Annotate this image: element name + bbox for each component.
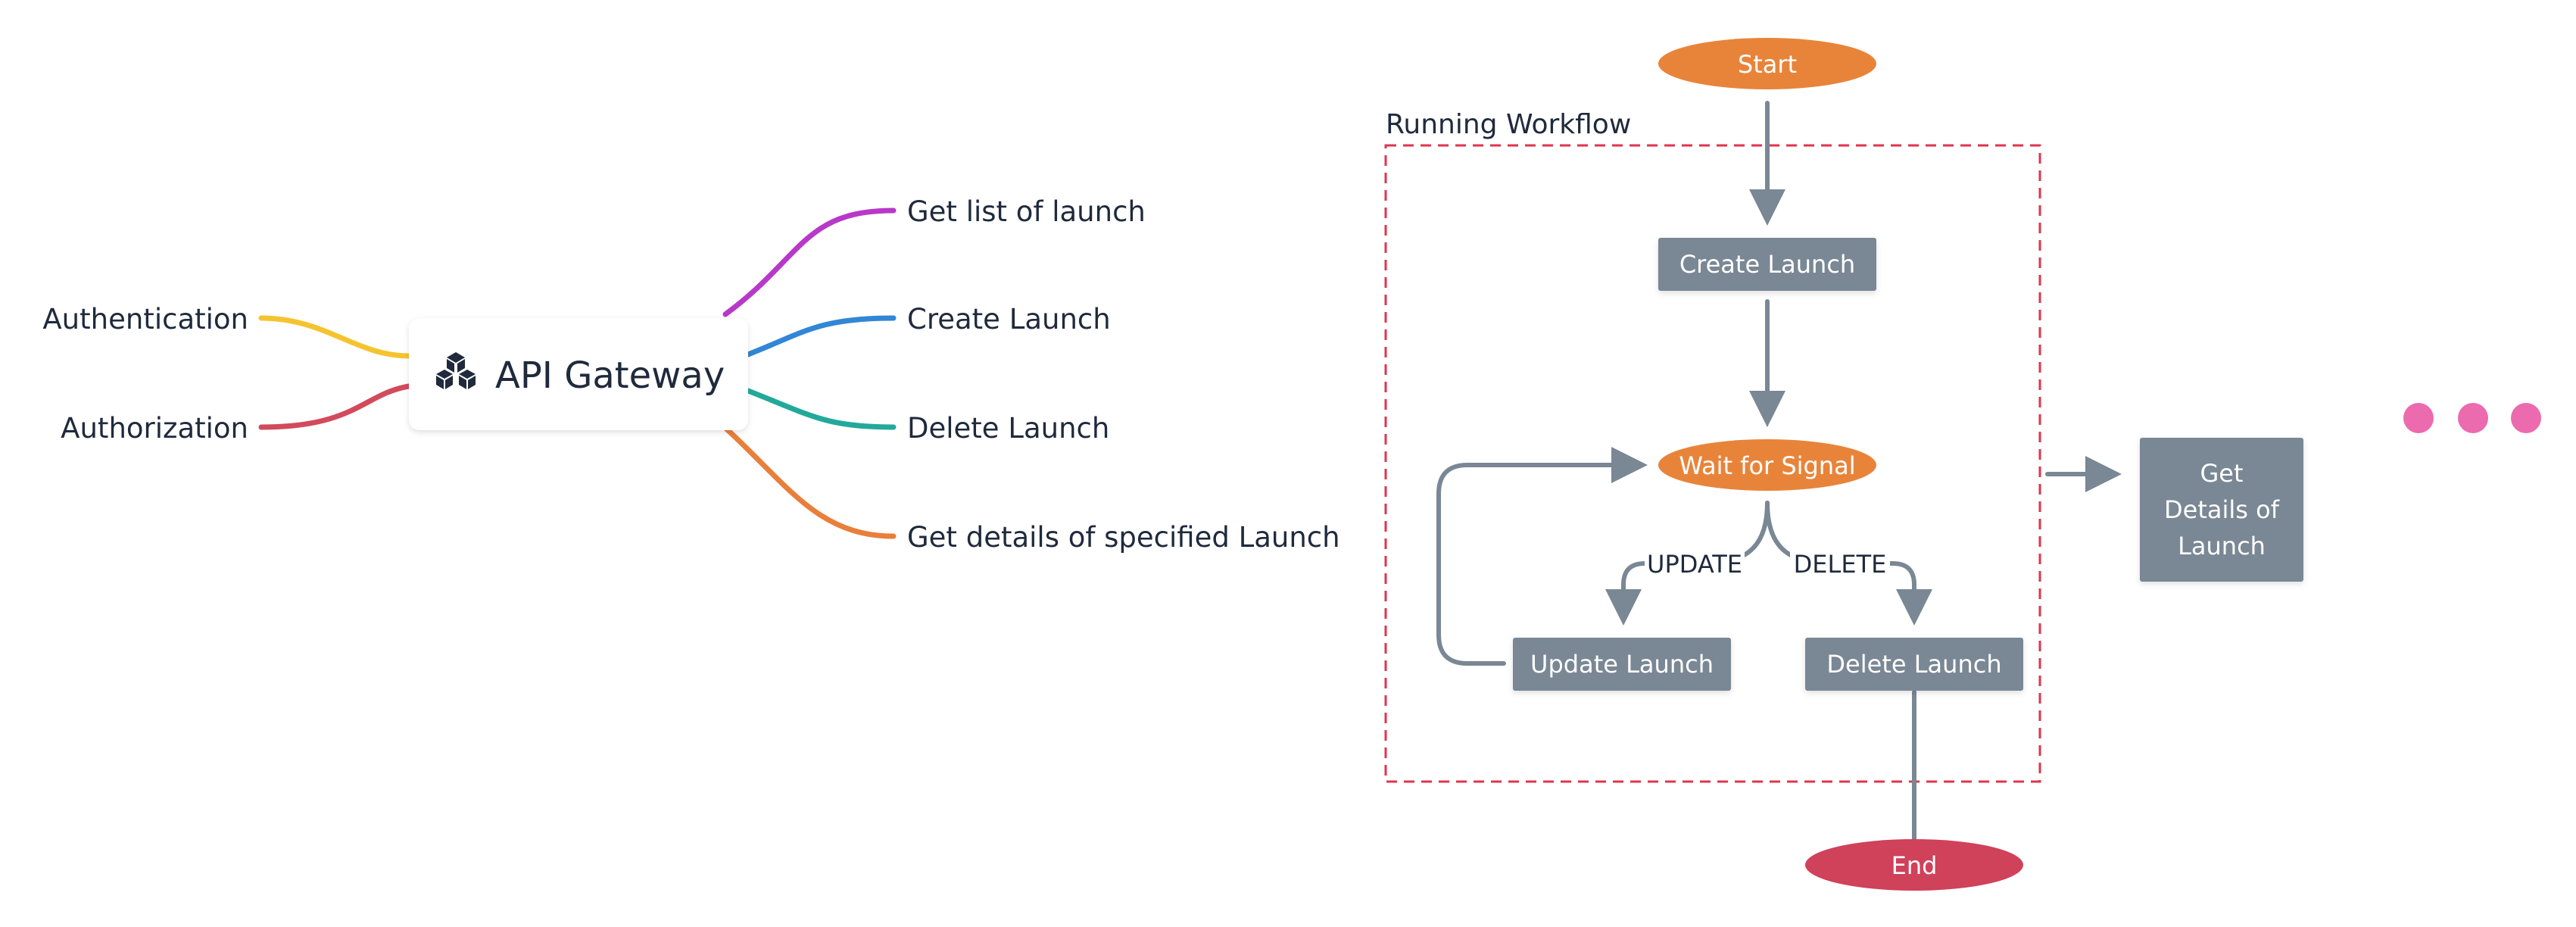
- branch-label-authorization[interactable]: Authorization: [61, 412, 248, 445]
- more-ellipsis[interactable]: [2403, 403, 2541, 433]
- node-wait-for-signal-label: Wait for Signal: [1679, 451, 1855, 480]
- branch-label-authentication[interactable]: Authentication: [42, 303, 248, 336]
- edge-label-update: UPDATE: [1647, 550, 1742, 579]
- branch-label-get-details[interactable]: Get details of specified Launch: [907, 521, 1340, 554]
- ellipsis-dot: [2458, 403, 2488, 433]
- mindmap: API Gateway Authentication Authorization…: [42, 195, 1339, 554]
- node-create-launch-label: Create Launch: [1679, 250, 1855, 279]
- node-get-details-of-launch[interactable]: Get Details of Launch: [2140, 438, 2303, 582]
- branch-label-create-launch[interactable]: Create Launch: [907, 303, 1111, 336]
- center-node-api-gateway[interactable]: API Gateway: [409, 318, 748, 430]
- flow-edges: [1436, 101, 2122, 881]
- branch-line-delete-launch: [745, 388, 897, 430]
- branch-line-create-launch: [745, 315, 897, 357]
- edge-label-delete: DELETE: [1794, 550, 1887, 579]
- branch-line-get-details: [722, 425, 897, 539]
- branch-line-authentication: [258, 315, 412, 359]
- running-workflow-label: Running Workflow: [1386, 109, 1631, 140]
- node-update-launch-label: Update Launch: [1530, 650, 1714, 679]
- branch-line-get-list: [722, 208, 897, 317]
- node-delete-launch[interactable]: Delete Launch: [1805, 638, 2023, 691]
- node-get-details-line-3: Launch: [2178, 532, 2266, 560]
- node-end-label: End: [1891, 851, 1938, 880]
- ellipsis-dot: [2403, 403, 2434, 433]
- api-gateway-icon: [436, 352, 476, 389]
- ellipsis-dot: [2511, 403, 2541, 433]
- node-delete-launch-label: Delete Launch: [1826, 650, 2001, 679]
- node-wait-for-signal[interactable]: Wait for Signal: [1658, 439, 1876, 491]
- node-start[interactable]: Start: [1658, 38, 1876, 89]
- node-start-label: Start: [1738, 50, 1797, 79]
- branch-label-delete-launch[interactable]: Delete Launch: [907, 412, 1109, 445]
- node-get-details-line-2: Details of: [2164, 495, 2280, 524]
- node-get-details-line-1: Get: [2200, 459, 2243, 488]
- center-node-label: API Gateway: [495, 354, 725, 397]
- branch-line-authorization: [258, 383, 412, 430]
- node-update-launch[interactable]: Update Launch: [1513, 638, 1731, 691]
- edge-update-to-wait: [1436, 447, 1648, 666]
- flowchart: Running Workflow UPDATE DELETE Start Cre…: [1384, 38, 2303, 891]
- node-create-launch[interactable]: Create Launch: [1658, 238, 1876, 291]
- node-end[interactable]: End: [1805, 839, 2023, 891]
- branch-label-get-list[interactable]: Get list of launch: [907, 195, 1146, 228]
